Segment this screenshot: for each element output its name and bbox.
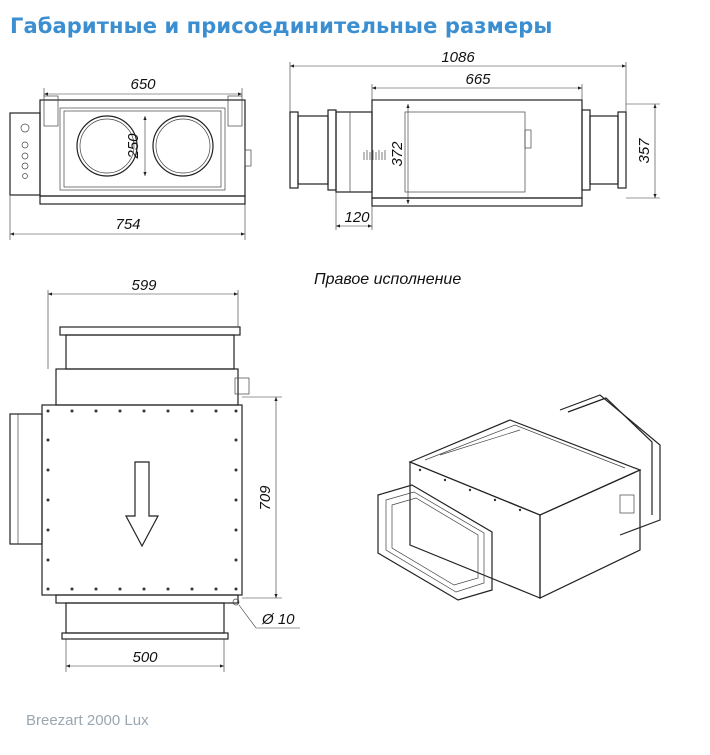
front-duct-left	[76, 115, 138, 177]
dim-500: 500	[132, 649, 158, 666]
front-inner-frame	[59, 107, 226, 191]
top-body	[41, 404, 243, 596]
side-panel	[404, 111, 526, 193]
top-view: 599 709 Ø 10 500	[9, 277, 300, 672]
model-label: Breezart 2000 Lux	[26, 712, 149, 729]
dim-hole-diameter: Ø 10	[261, 611, 295, 628]
right-version-label: Правое исполнение	[314, 271, 461, 288]
dim-120: 120	[344, 209, 370, 226]
airflow-arrow-icon	[125, 461, 159, 548]
side-view: 1086 665 372 357 120	[289, 49, 660, 230]
dim-665: 665	[465, 71, 491, 88]
dim-357: 357	[636, 138, 653, 164]
dim-250: 250	[125, 133, 142, 160]
dim-754: 754	[115, 216, 140, 233]
page-title: Габаритные и присоединительные размеры	[10, 14, 553, 38]
dim-372: 372	[389, 141, 406, 167]
front-body	[39, 99, 246, 197]
front-control-panel	[9, 112, 41, 196]
front-duct-right	[152, 115, 214, 177]
front-view: 650 250 754	[9, 76, 252, 240]
dim-650: 650	[130, 76, 156, 93]
dim-599: 599	[131, 277, 157, 294]
dim-709: 709	[257, 485, 274, 511]
isometric-view	[377, 394, 661, 601]
body-bolts	[46, 409, 238, 591]
dim-1086: 1086	[441, 49, 475, 66]
